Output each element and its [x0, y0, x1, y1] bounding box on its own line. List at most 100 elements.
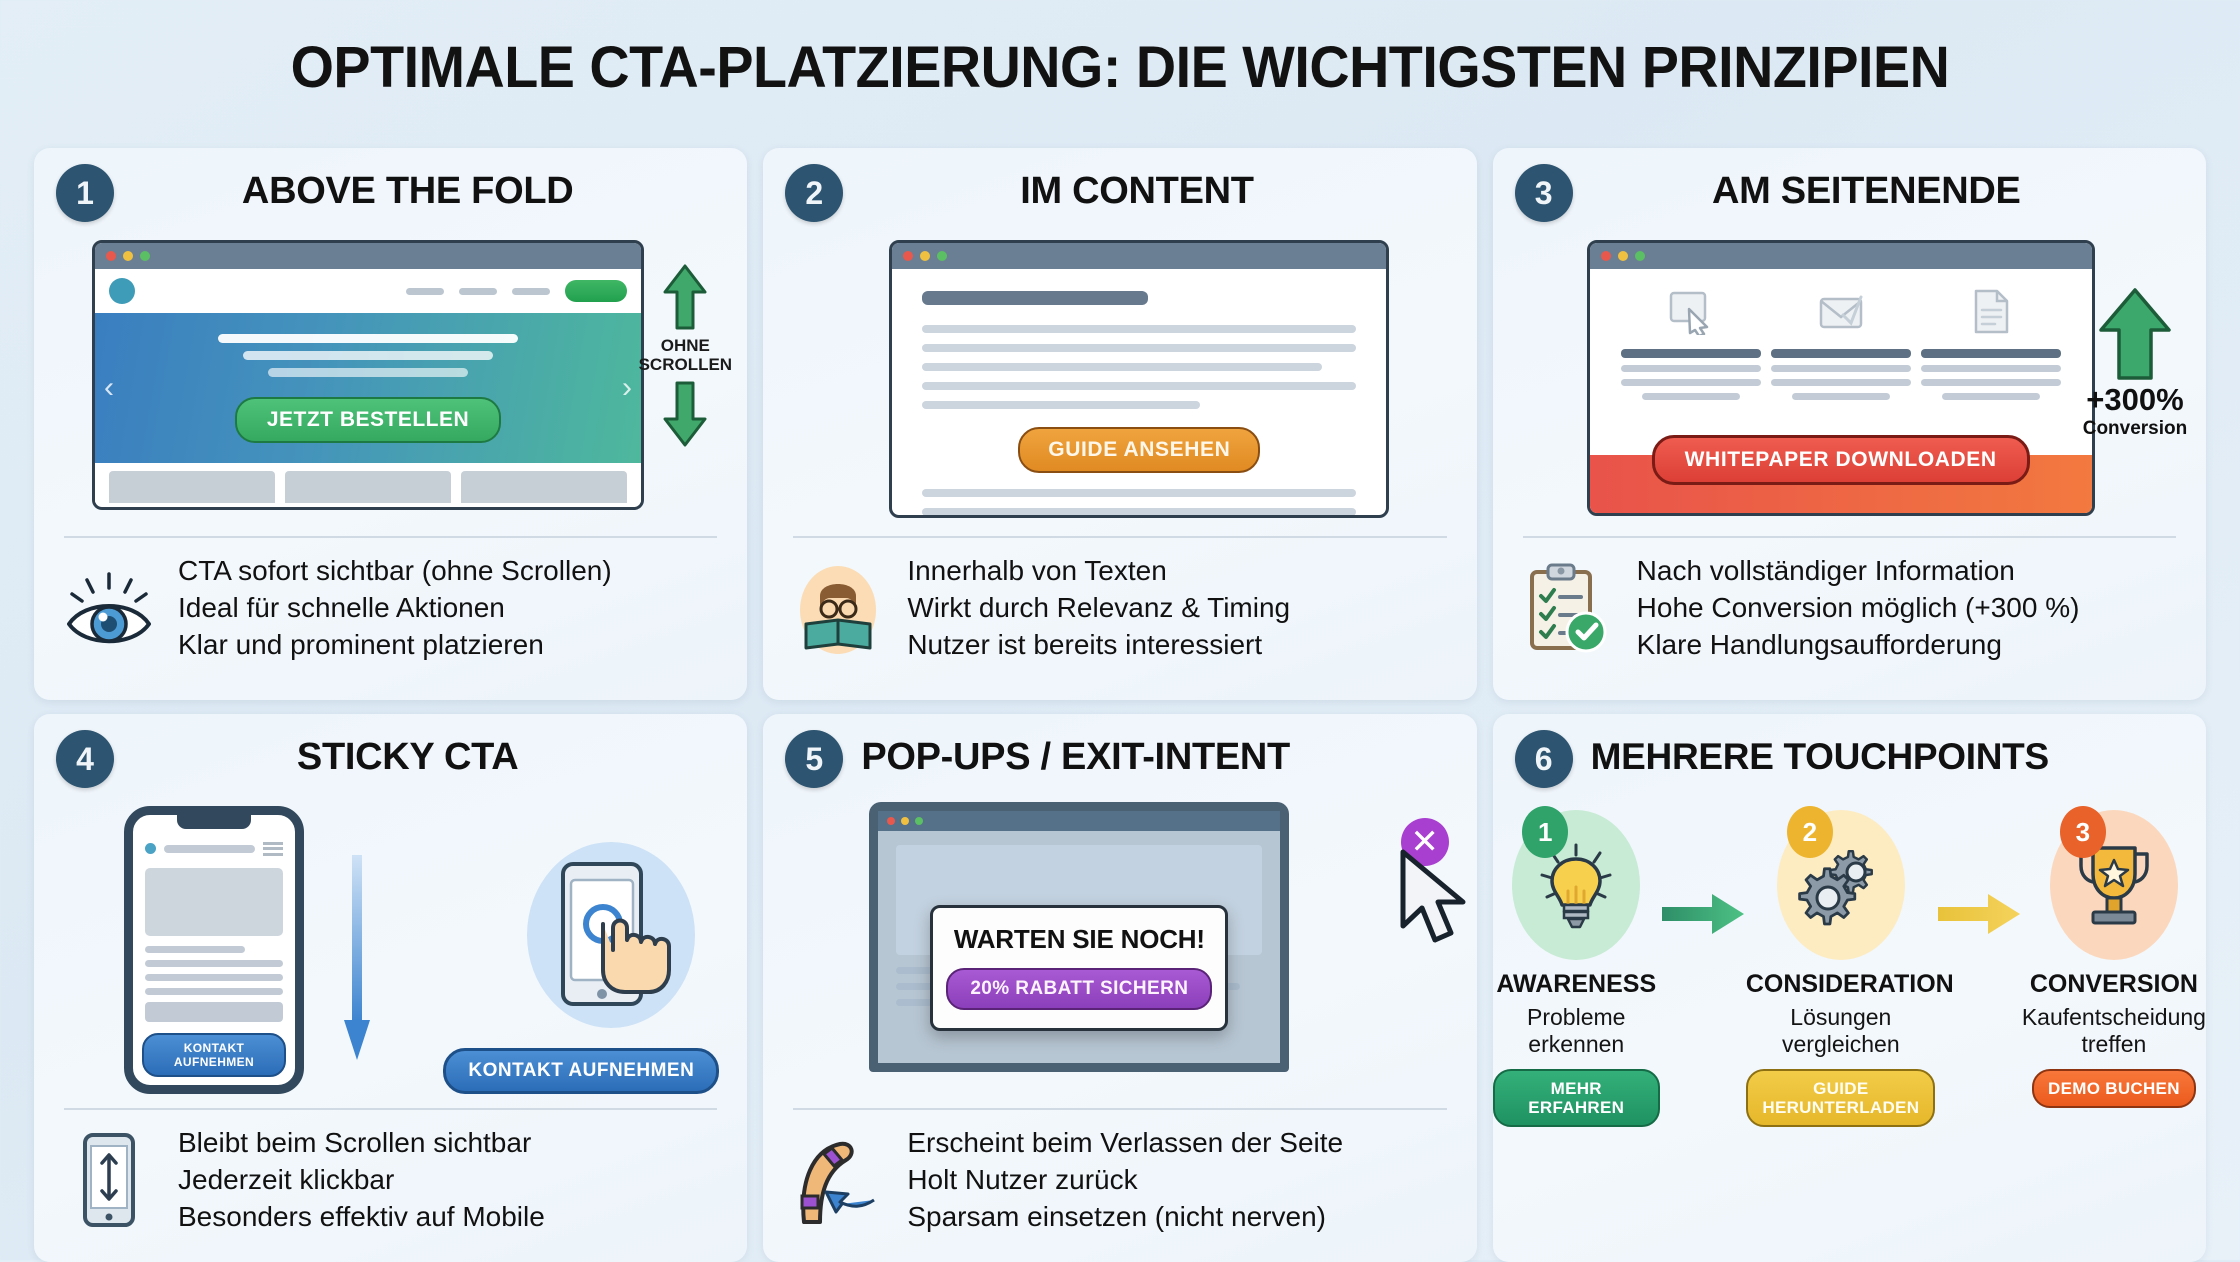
card-number-badge: 5 [785, 730, 844, 788]
step-icon-circle: 1 [1512, 806, 1641, 960]
feature-column [1770, 287, 1911, 400]
card-above-the-fold: 1 ABOVE THE FOLD [34, 148, 748, 700]
document-icon [1974, 289, 2008, 334]
illustration-sticky-cta: KONTAKT AUFNEHMEN [44, 800, 737, 1100]
page-title: OPTIMALE CTA-PLATZIERUNG: DIE WICHTIGSTE… [290, 35, 1950, 100]
phone-mockup: KONTAKT AUFNEHMEN [124, 806, 304, 1094]
app-text-line [145, 946, 246, 953]
feature-text-line [1770, 379, 1911, 386]
nav-link-item[interactable] [406, 287, 444, 295]
funnel-arrow-1 [1660, 810, 1746, 945]
no-scroll-label-line2: SCROLLEN [638, 354, 733, 374]
bullet-block: Nach vollständiger Information Hohe Conv… [1493, 538, 2206, 664]
card-title: ABOVE THE FOLD [241, 169, 574, 212]
nav-links [406, 280, 627, 302]
step-description: Probleme erkennen [1527, 1004, 1626, 1057]
card-divider [793, 1108, 1447, 1110]
app-title-bar [164, 844, 255, 853]
cta-button-guide-ansehen[interactable]: GUIDE ANSEHEN [1018, 427, 1261, 473]
app-text-line [145, 974, 283, 981]
sticky-cta-button-floating[interactable]: KONTAKT AUFNEHMEN [443, 1048, 720, 1094]
card-title: AM SEITENENDE [1712, 169, 2021, 212]
nav-link-item[interactable] [459, 287, 497, 295]
cta-button-demo-buchen[interactable]: DEMO BUCHEN [2032, 1069, 2196, 1109]
window-minimize-dot [901, 817, 910, 825]
step-label: CONSIDERATION [1745, 970, 1954, 998]
reader-person-icon [789, 562, 887, 654]
nav-link-item[interactable] [512, 287, 550, 295]
feature-text-line [1770, 365, 1911, 372]
scroll-down-arrow-icon [342, 855, 372, 1070]
text-line [922, 344, 1357, 352]
feature-text-line [1920, 379, 2061, 386]
carousel-prev-icon[interactable]: ‹ [104, 371, 114, 404]
browser-mockup: GUIDE ANSEHEN [889, 240, 1390, 518]
step-number: 2 [1786, 806, 1833, 858]
bullet-item: Nutzer ist bereits interessiert [907, 629, 1263, 661]
bullet-item: Holt Nutzer zurück [907, 1164, 1138, 1196]
carousel-next-icon[interactable]: › [622, 371, 632, 404]
feature-text-line [1941, 393, 2040, 400]
cta-button-mehr-erfahren[interactable]: MEHR ERFAHREN [1492, 1069, 1660, 1128]
window-maximize-dot [937, 251, 948, 261]
browser-titlebar [1589, 243, 2092, 269]
bullet-item: Jederzeit klickbar [178, 1164, 395, 1196]
card-number-badge: 6 [1514, 730, 1573, 788]
illustration-popups: WARTEN SIE NOCH! 20% RABATT SICHERN ✕ [773, 800, 1466, 1100]
window-close-dot [106, 251, 116, 261]
cta-button-whitepaper-downloaden[interactable]: WHITEPAPER DOWNLOADEN [1651, 435, 2030, 485]
card-divider [793, 536, 1447, 538]
card-header: 1 ABOVE THE FOLD [34, 148, 747, 234]
clipboard-check-icon [1519, 562, 1617, 654]
bullet-item: Klar und prominent platzieren [178, 629, 544, 661]
feature-text-line [1920, 365, 2061, 372]
popup-headline: WARTEN SIE NOCH! [953, 924, 1205, 954]
card-header: 6 MEHRERE TOUCHPOINTS [1493, 714, 2206, 800]
app-logo-icon [145, 843, 156, 854]
cta-button-rabatt-sichern[interactable]: 20% RABATT SICHERN [946, 968, 1213, 1010]
bullet-block: Erscheint beim Verlassen der Seite Holt … [763, 1110, 1476, 1236]
feature-title-bar [1920, 349, 2061, 358]
window-close-dot [887, 817, 896, 825]
hero-subline-bar [243, 350, 493, 360]
cta-button-jetzt-bestellen[interactable]: JETZT BESTELLEN [234, 396, 502, 443]
footer-feature-row [1590, 269, 2092, 400]
browser-titlebar [95, 243, 641, 269]
feature-title-bar [1620, 349, 1761, 358]
window-minimize-dot [920, 251, 931, 261]
funnel-step-consideration: 2 CONSIDERATION Lösungen vergleichen [1745, 806, 1954, 1128]
hamburger-menu-icon[interactable] [263, 839, 283, 858]
text-line [922, 401, 1201, 409]
bullet-item: Wirkt durch Relevanz & Timing [907, 592, 1291, 624]
bullet-list: CTA sofort sichtbar (ohne Scrollen) Idea… [178, 552, 612, 664]
app-text-line [145, 988, 283, 995]
bullet-list: Bleibt beim Scrollen sichtbar Jederzeit … [178, 1124, 545, 1236]
site-logo-icon [109, 278, 135, 304]
envelope-icon [1819, 295, 1863, 329]
conversion-uplift-indicator: +300% Conversion [2076, 286, 2194, 440]
card-header: 2 IM CONTENT [763, 148, 1476, 234]
card-divider [1522, 536, 2176, 538]
card-title: STICKY CTA [296, 735, 519, 778]
tap-hand-icon [561, 862, 672, 1006]
bullet-item: CTA sofort sichtbar (ohne Scrollen) [178, 555, 612, 586]
bullet-item: Klare Handlungsaufforderung [1636, 629, 2002, 661]
card-sticky-cta: 4 STICKY CTA [34, 714, 748, 1262]
text-line [922, 363, 1322, 371]
content-card [285, 471, 451, 503]
card-header: 4 STICKY CTA [34, 714, 747, 800]
card-title: MEHRERE TOUCHPOINTS [1590, 736, 2050, 777]
card-title: POP-UPS / EXIT-INTENT [861, 735, 1290, 778]
window-minimize-dot [1617, 251, 1628, 261]
illustration-above-the-fold: ‹ › JETZT BESTELLEN [44, 234, 737, 528]
sticky-cta-button-phone[interactable]: KONTAKT AUFNEHMEN [142, 1033, 286, 1077]
cta-button-guide-herunterladen[interactable]: GUIDE HERUNTERLADEN [1746, 1069, 1936, 1128]
card-number-badge: 1 [56, 164, 114, 222]
bullet-block: Bleibt beim Scrollen sichtbar Jederzeit … [34, 1110, 747, 1236]
bullet-block: Innerhalb von Texten Wirkt durch Relevan… [763, 538, 1476, 664]
article-heading-bar [922, 291, 1148, 305]
exit-intent-popup: WARTEN SIE NOCH! 20% RABATT SICHERN [930, 905, 1229, 1031]
laptop-mockup: WARTEN SIE NOCH! 20% RABATT SICHERN [869, 802, 1290, 1072]
nav-cta-button[interactable] [565, 280, 627, 302]
